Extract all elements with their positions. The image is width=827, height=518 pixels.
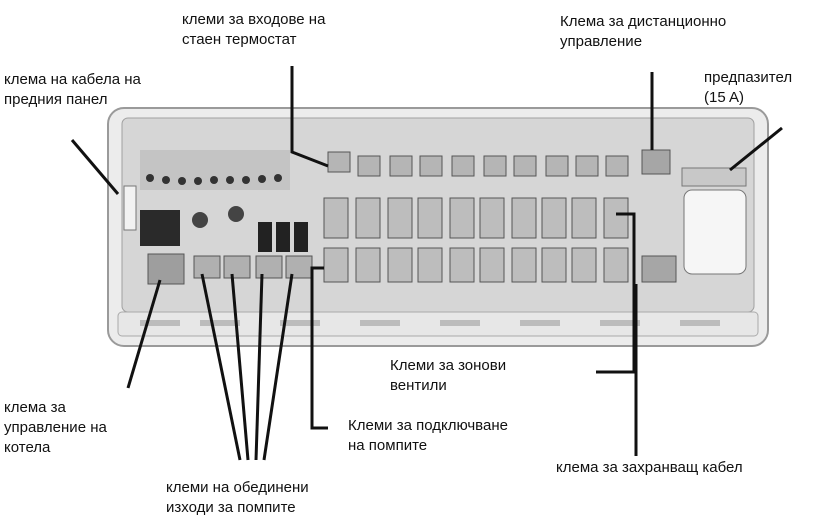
label-power-cable: клема за захранващ кабел (556, 458, 743, 478)
label-pump-connection: Клеми за подключване на помпите (348, 416, 508, 456)
front-panel-connector (124, 186, 136, 230)
label-boiler-control-line3: котела (4, 438, 107, 458)
label-pump-connection-line2: на помпите (348, 436, 508, 456)
label-front-panel-cable-line1: клема на кабела на (4, 70, 141, 90)
label-front-panel-cable: клема на кабела на предния панел (4, 70, 141, 110)
label-fuse-line1: предпазител (704, 68, 792, 88)
label-thermostat-inputs-line2: стаен термостат (182, 30, 325, 50)
label-combined-pump-outputs: клеми на обединени изходи за помпите (166, 478, 309, 518)
label-zone-valves-line2: вентили (390, 376, 506, 396)
label-zone-valves: Клеми за зонови вентили (390, 356, 506, 396)
label-fuse: предпазител (15 A) (704, 68, 792, 108)
power-terminal (642, 256, 676, 282)
label-thermostat-inputs-line1: клеми за входове на (182, 10, 325, 30)
label-power-cable-line1: клема за захранващ кабел (556, 458, 743, 478)
label-combined-pump-outputs-line2: изходи за помпите (166, 498, 309, 518)
label-front-panel-cable-line2: предния панел (4, 90, 141, 110)
label-thermostat-inputs: клеми за входове на стаен термостат (182, 10, 325, 50)
label-fuse-line2: (15 A) (704, 88, 792, 108)
fuse-holder-icon (682, 168, 746, 186)
label-boiler-control-line1: клема за (4, 398, 107, 418)
label-remote-control: Клема за дистанционно управление (560, 12, 726, 52)
fuse-cover (684, 190, 746, 274)
label-combined-pump-outputs-line1: клеми на обединени (166, 478, 309, 498)
remote-control-terminal (642, 150, 670, 174)
label-boiler-control-line2: управление на (4, 418, 107, 438)
boiler-terminal (148, 254, 184, 284)
label-zone-valves-line1: Клеми за зонови (390, 356, 506, 376)
label-boiler-control: клема за управление на котела (4, 398, 107, 458)
label-pump-connection-line1: Клеми за подключване (348, 416, 508, 436)
label-remote-control-line1: Клема за дистанционно (560, 12, 726, 32)
label-remote-control-line2: управление (560, 32, 726, 52)
